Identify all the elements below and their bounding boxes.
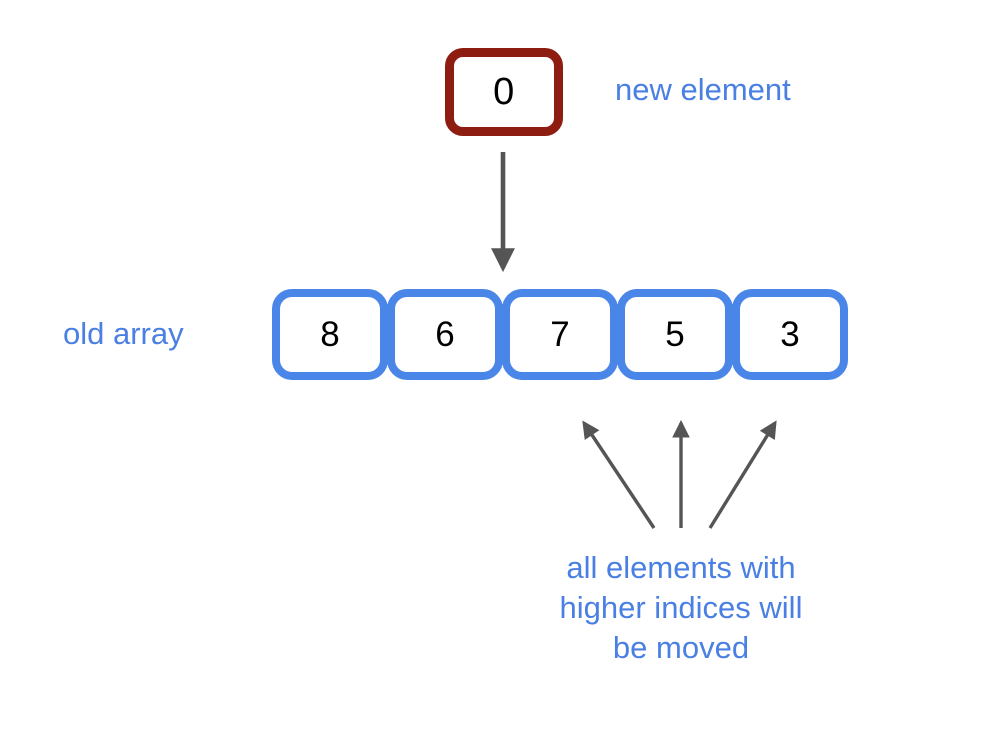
old-array-label: old array xyxy=(63,316,184,351)
array-cell: 5 xyxy=(617,289,733,380)
new-element-value: 0 xyxy=(493,71,515,113)
array-cell: 3 xyxy=(732,289,848,380)
move-arrow-to-cell-2-icon xyxy=(582,420,656,529)
array-cell-value: 8 xyxy=(320,315,340,354)
moved-caption-line: be moved xyxy=(612,630,750,665)
array-cell: 6 xyxy=(387,289,503,380)
moved-caption-line: higher indices will xyxy=(559,590,803,625)
array-cell-value: 3 xyxy=(780,315,800,354)
new-element-box: 0 xyxy=(445,48,563,136)
array-cell-value: 7 xyxy=(550,315,570,354)
moved-elements-caption: all elements with higher indices will be… xyxy=(481,548,881,668)
array-cell: 7 xyxy=(502,289,618,380)
array-cell-value: 6 xyxy=(435,315,455,354)
move-arrow-to-cell-4-icon xyxy=(708,420,777,529)
new-element-label: new element xyxy=(615,72,791,107)
array-cell-value: 5 xyxy=(665,315,685,354)
old-array-row: 8 6 7 5 3 xyxy=(272,289,848,380)
array-cell: 8 xyxy=(272,289,388,380)
moved-caption-line: all elements with xyxy=(566,550,796,585)
